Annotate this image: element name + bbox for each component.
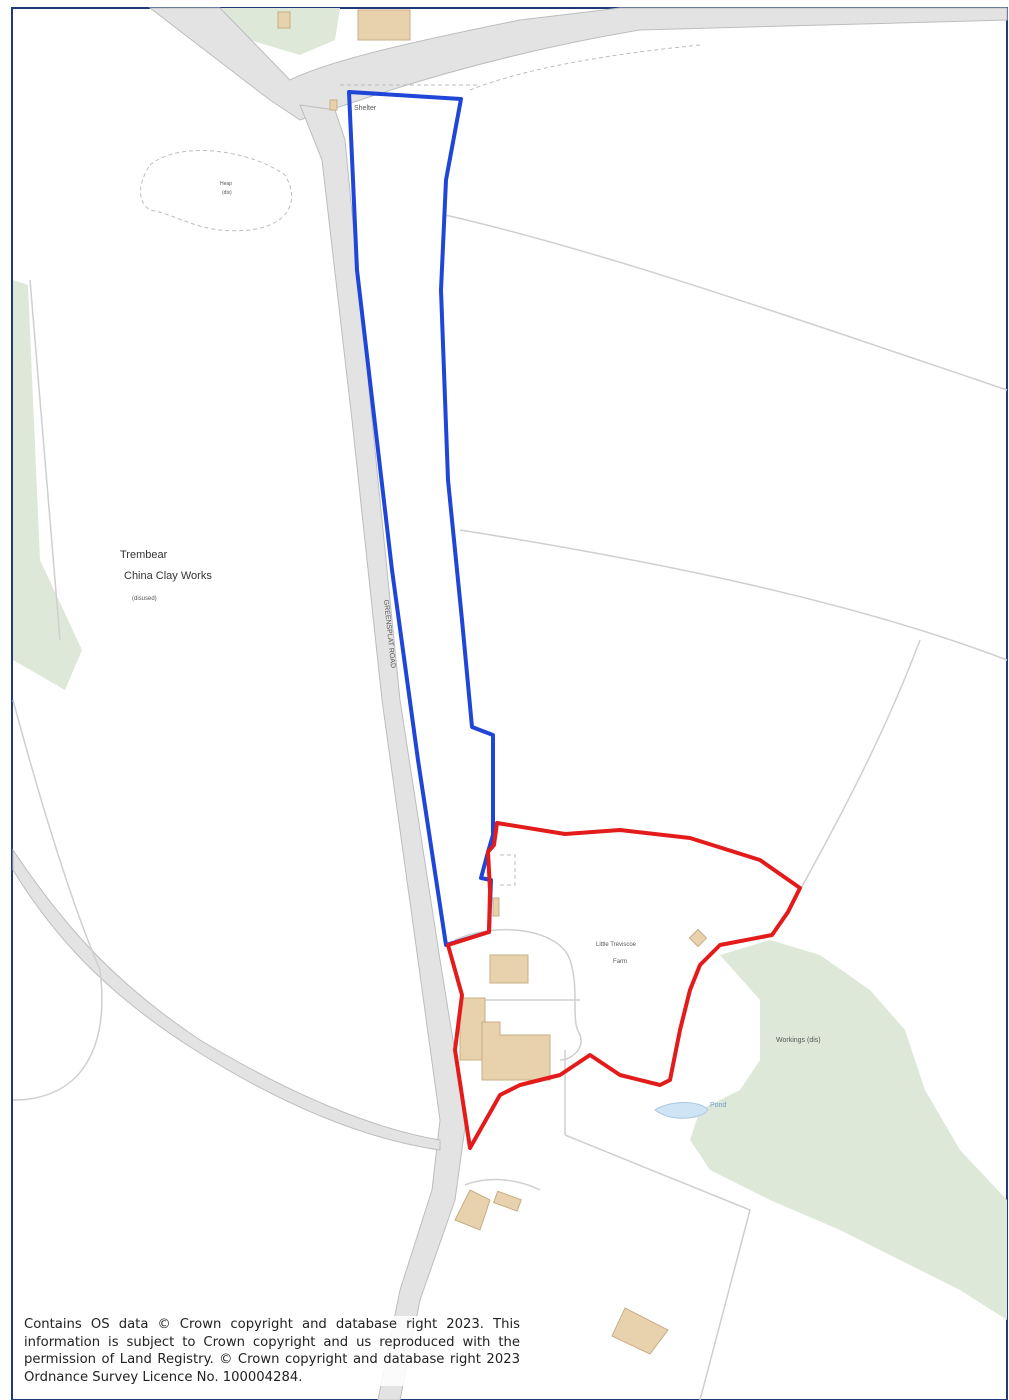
pond bbox=[654, 1102, 709, 1119]
woodland-top bbox=[205, 8, 340, 55]
label-pond: Pond bbox=[710, 1102, 726, 1109]
label-farm-name: Little Treviscoe bbox=[596, 942, 637, 948]
label-heap-dis: (dis) bbox=[222, 190, 232, 196]
woodland-left bbox=[13, 280, 82, 690]
farmyard-outline bbox=[454, 928, 582, 1061]
buildings bbox=[277, 9, 708, 1355]
label-china-clay-works: China Clay Works bbox=[124, 570, 212, 582]
site-boundary bbox=[446, 821, 802, 1150]
track-left bbox=[12, 848, 441, 1151]
copyright-notice: Contains OS data © Crown copyright and d… bbox=[24, 1316, 520, 1386]
label-shelter: Shelter bbox=[354, 105, 377, 112]
dashed-features bbox=[140, 44, 701, 886]
road-greensplat bbox=[299, 104, 467, 1400]
label-farm: Farm bbox=[613, 959, 627, 965]
label-disused: (disused) bbox=[132, 596, 157, 602]
label-workings: Workings (dis) bbox=[776, 1037, 821, 1044]
woodland-workings bbox=[690, 940, 1007, 1320]
field-boundaries bbox=[12, 214, 1008, 1400]
label-trembear: Trembear bbox=[120, 549, 168, 561]
label-heap: Heap bbox=[220, 181, 232, 187]
